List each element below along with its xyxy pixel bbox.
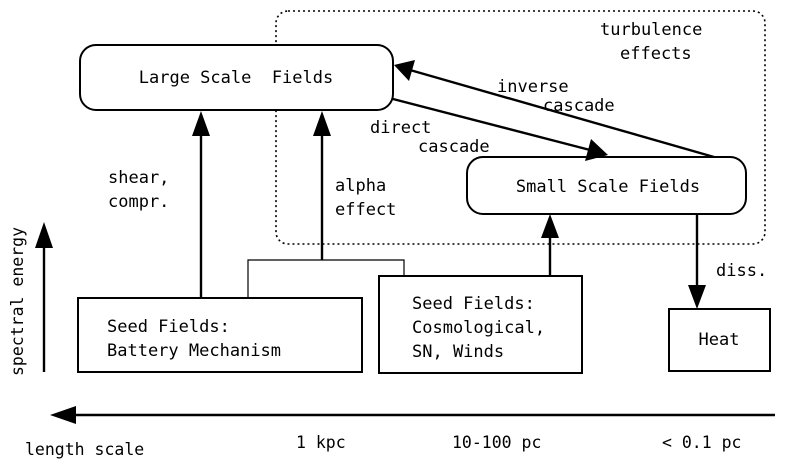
seed-joiner-bracket xyxy=(247,259,405,298)
diss-arrowhead xyxy=(688,285,706,309)
y-axis-arrowhead xyxy=(35,222,53,248)
shear-label-line2: compr. xyxy=(108,192,169,212)
heat-node xyxy=(668,308,771,372)
cosmo-to-small-arrowhead xyxy=(541,214,559,238)
seed-cosmo-label-line3: SN, Winds xyxy=(412,342,504,362)
x-tick-10-100pc: 10-100 pc xyxy=(452,433,541,452)
seed-battery-label-line2: Battery Mechanism xyxy=(107,341,281,361)
direct-cascade-arrow xyxy=(392,97,591,152)
inverse-cascade-label-line1: inverse xyxy=(497,77,569,97)
inverse-cascade-label-line2: cascade xyxy=(543,96,615,116)
direct-cascade-label-line1: direct xyxy=(370,118,431,138)
alpha-effect-label-line1: alpha xyxy=(335,176,386,196)
alpha-effect-label-line2: effect xyxy=(335,200,396,220)
x-tick-1kpc: 1 kpc xyxy=(296,433,346,452)
seed-battery-label-line1: Seed Fields: xyxy=(107,317,230,337)
x-axis-arrowhead xyxy=(50,406,76,424)
large-scale-fields-label: Large Scale Fields xyxy=(139,68,333,88)
inverse-cascade-arrowhead xyxy=(394,60,415,81)
alpha-effect-arrowhead xyxy=(313,111,331,136)
turbulence-label-line1: turbulence xyxy=(600,20,702,40)
y-axis-label: spectral energy xyxy=(8,227,27,376)
direct-cascade-label-line2: cascade xyxy=(418,137,490,157)
seed-cosmo-node xyxy=(378,275,583,374)
small-scale-fields-label: Small Scale Fields xyxy=(516,177,700,197)
turbulence-label-line2: effects xyxy=(620,44,692,64)
direct-cascade-arrowhead xyxy=(585,139,608,161)
small-scale-fields-node xyxy=(466,156,747,215)
seed-cosmo-label-line2: Cosmological, xyxy=(412,318,545,338)
x-tick-0.1pc: < 0.1 pc xyxy=(662,433,741,452)
seed-battery-node xyxy=(77,297,363,373)
large-scale-fields-node xyxy=(79,44,394,111)
shear-label-line1: shear, xyxy=(108,168,169,188)
inverse-cascade-arrow xyxy=(409,68,715,159)
seed-cosmo-label-line1: Seed Fields: xyxy=(412,294,535,314)
shear-arrowhead xyxy=(192,111,210,136)
diss-label: diss. xyxy=(716,261,767,281)
heat-label: Heat xyxy=(699,330,740,350)
x-axis-label: length scale xyxy=(25,440,144,459)
